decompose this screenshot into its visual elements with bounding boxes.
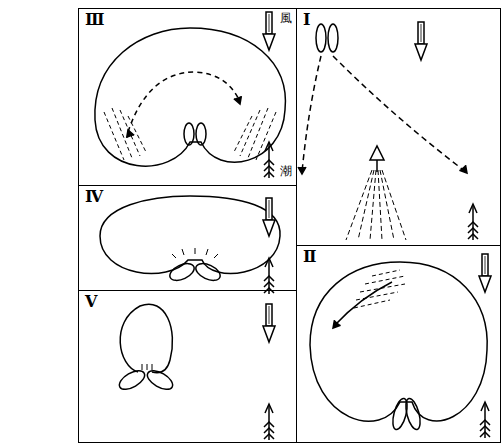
panel-number: Ⅱ (297, 246, 322, 268)
tide-label: 潮 (280, 165, 292, 177)
panel-i: Ⅰ (296, 8, 501, 246)
panel-number: Ⅰ (297, 9, 316, 31)
wind-label: 風 (280, 12, 292, 24)
panel-iv: Ⅳ (78, 185, 297, 291)
panel-number: Ⅴ (79, 291, 103, 313)
panel-iii: Ⅲ (78, 8, 297, 186)
panel-number: Ⅲ (79, 9, 110, 31)
panel-number: Ⅳ (79, 186, 109, 208)
panel-ii: Ⅱ (296, 245, 501, 443)
panel-v: Ⅴ (78, 290, 297, 443)
